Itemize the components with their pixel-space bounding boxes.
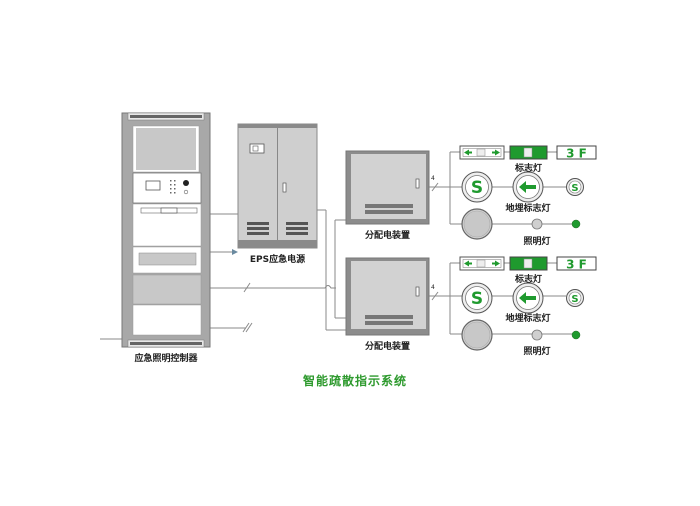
lighting-lamp-large[interactable]	[461, 319, 493, 351]
controller-box2-line-a	[210, 285, 336, 289]
arrow-left-icon	[464, 260, 469, 267]
arrow-left-icon	[519, 292, 536, 304]
lighting-lamp-small[interactable]	[531, 329, 543, 341]
box-vent	[365, 321, 413, 325]
bidirectional-exit-sign[interactable]	[459, 145, 505, 160]
floor-light-arrow[interactable]	[512, 282, 544, 314]
eps-display-icon	[249, 143, 265, 154]
distribution-box-2-label: 分配电装置	[364, 342, 410, 352]
key-switch-icon	[183, 180, 189, 186]
distribution-box-2[interactable]	[345, 257, 430, 336]
box-vent	[365, 210, 413, 214]
lighting-label-1: 照明灯	[523, 237, 551, 247]
wire-slash	[243, 282, 251, 293]
branch-2: 3 F S S	[459, 256, 597, 351]
s-arrow-icon: S	[571, 294, 578, 305]
running-man-icon	[523, 147, 533, 158]
arrow-left-icon	[519, 181, 536, 193]
running-man-icon	[476, 259, 486, 268]
eps-power-supply[interactable]	[237, 123, 318, 249]
arrow-icon	[232, 249, 238, 255]
vent-strip	[130, 115, 202, 118]
wire-count-1: 4	[431, 175, 435, 182]
floor-light-arrow[interactable]	[512, 171, 544, 203]
floor-light-s[interactable]: S	[461, 171, 493, 203]
indicator-leds	[170, 180, 176, 194]
floor-sign[interactable]: 3 F	[556, 256, 597, 272]
control-panel	[132, 172, 202, 204]
luminaire-branches: 3 F S S 3 F S S	[459, 145, 597, 351]
box-vent	[365, 204, 413, 208]
wire-slash	[431, 291, 439, 301]
s-arrow-icon: S	[471, 289, 483, 309]
distribution-box-1[interactable]	[345, 150, 430, 225]
lighting-label-2: 照明灯	[523, 347, 551, 357]
box-vent	[365, 315, 413, 319]
sign-light-label-2: 标志灯	[514, 275, 542, 285]
button-icon	[183, 189, 189, 195]
door-handle-icon	[282, 182, 287, 193]
floor-sign-text: 3 F	[566, 147, 587, 161]
small-floor-light[interactable]: S	[566, 289, 584, 307]
arrow-right-icon	[495, 149, 500, 156]
floor-light-s[interactable]: S	[461, 282, 493, 314]
vent-grille	[247, 222, 308, 235]
emergency-lighting-controller[interactable]	[121, 112, 211, 348]
arrow-left-icon	[464, 149, 469, 156]
box-handle-icon	[415, 286, 420, 297]
bidirectional-exit-sign[interactable]	[459, 256, 505, 271]
eps-label: EPS应急电源	[249, 255, 306, 265]
box-handle-icon	[415, 178, 420, 189]
s-arrow-icon: S	[571, 183, 578, 194]
exit-sign-green[interactable]	[509, 145, 548, 160]
floor-sign-text: 3 F	[566, 258, 587, 272]
diagram-title: 智能疏散指示系统	[302, 374, 407, 388]
controller-label: 应急照明控制器	[134, 354, 198, 364]
floor-light-label-1: 地埋标志灯	[505, 204, 551, 214]
display-screen	[145, 180, 161, 191]
drawer-handle	[160, 207, 178, 214]
wire-slash	[245, 322, 253, 333]
sign-light-label-1: 标志灯	[514, 164, 542, 174]
distribution-box-1-label: 分配电装置	[364, 231, 410, 241]
wire-slash	[431, 182, 439, 192]
lighting-lamp-small[interactable]	[531, 218, 543, 230]
wire-slash	[242, 322, 250, 333]
arrow-right-icon	[495, 260, 500, 267]
exit-sign-green[interactable]	[509, 256, 548, 271]
indicator-lamp-green[interactable]	[571, 219, 581, 229]
lighting-lamp-large[interactable]	[461, 208, 493, 240]
small-floor-light[interactable]: S	[566, 178, 584, 196]
wire-count-2: 4	[431, 284, 435, 291]
branch-1: 3 F S S	[459, 145, 597, 240]
vent-strip	[130, 342, 202, 345]
module-panel	[138, 252, 197, 266]
running-man-icon	[523, 258, 533, 269]
running-man-icon	[476, 148, 486, 157]
indicator-lamp-green[interactable]	[571, 330, 581, 340]
floor-light-label-2: 地埋标志灯	[505, 314, 551, 324]
floor-sign[interactable]: 3 F	[556, 145, 597, 161]
s-arrow-icon: S	[471, 178, 483, 198]
